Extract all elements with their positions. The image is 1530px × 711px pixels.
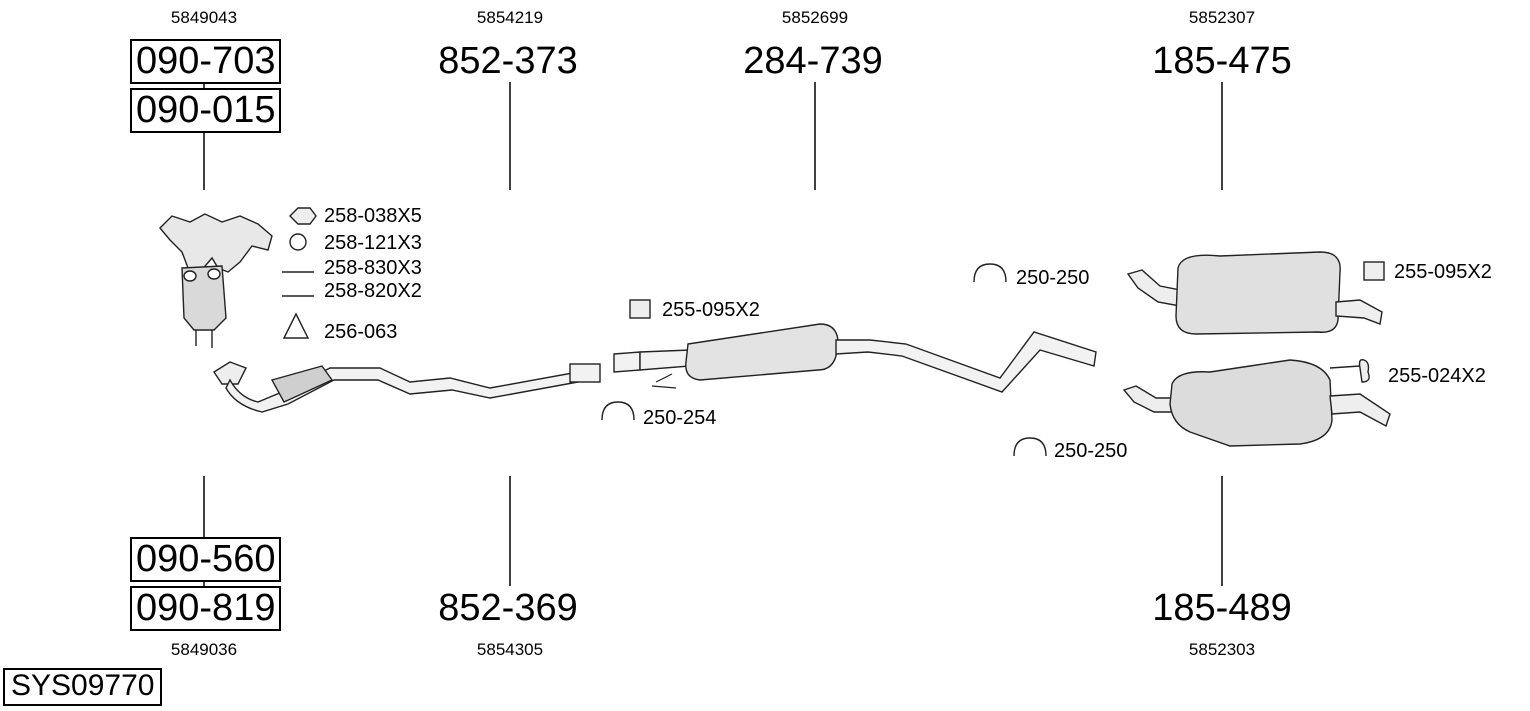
accessory-label[interactable]: 256-063	[324, 321, 398, 343]
oe-number-front-pipe-bottom: 5854305	[476, 640, 544, 659]
clamp-middle-icon	[601, 401, 635, 421]
clamp-lower-icon	[1013, 437, 1047, 457]
part-number-box[interactable]: 090-819	[130, 586, 282, 631]
manifold-catalyst-drawing	[159, 213, 273, 348]
gasket-icon	[282, 312, 310, 339]
system-code: SYS09770	[3, 668, 163, 706]
accessory-label[interactable]: 255-095X2	[1394, 261, 1492, 283]
accessory-label[interactable]: 258-038X5	[324, 205, 422, 227]
accessory-label[interactable]: 258-121X3	[324, 232, 422, 254]
accessory-label[interactable]: 258-830X3	[324, 257, 422, 279]
accessory-label[interactable]: 258-820X2	[324, 280, 422, 302]
part-number-box[interactable]: 090-703	[130, 39, 282, 84]
oe-number-manifold-bottom: 5849036	[170, 640, 238, 659]
part-number[interactable]: 852-373	[438, 40, 578, 82]
accessory-label[interactable]: 250-250	[1016, 267, 1090, 289]
oe-number-manifold-top: 5849043	[170, 8, 238, 27]
oe-number-rear-top: 5852307	[1188, 8, 1256, 27]
part-number[interactable]: 852-369	[438, 587, 578, 629]
clamp-upper-icon	[973, 263, 1007, 283]
part-number-box[interactable]: 090-560	[130, 537, 282, 582]
mount-middle-icon	[629, 299, 651, 319]
part-number-box[interactable]: 090-015	[130, 88, 282, 133]
accessory-label[interactable]: 250-254	[643, 407, 717, 429]
accessory-label[interactable]: 255-024X2	[1388, 365, 1486, 387]
part-number[interactable]: 185-489	[1152, 587, 1292, 629]
middle-silencer-drawing	[613, 323, 1097, 393]
mount-rear-2-icon	[1358, 358, 1370, 383]
oe-number-rear-bottom: 5852303	[1188, 640, 1256, 659]
part-number[interactable]: 185-475	[1152, 40, 1292, 82]
front-pipe-drawing	[213, 361, 601, 413]
accessory-label[interactable]: 255-095X2	[662, 299, 760, 321]
part-number[interactable]: 284-739	[743, 40, 883, 82]
oe-number-middle-top: 5852699	[781, 8, 849, 27]
mount-rear-icon	[1363, 261, 1385, 281]
rear-silencer-lower-drawing	[1122, 359, 1391, 447]
accessory-label[interactable]: 250-250	[1054, 440, 1128, 462]
rear-silencer-upper-drawing	[1126, 251, 1383, 335]
nut-icon	[289, 207, 317, 225]
oe-number-front-pipe-top: 5854219	[476, 8, 544, 27]
ring-icon	[289, 233, 307, 251]
